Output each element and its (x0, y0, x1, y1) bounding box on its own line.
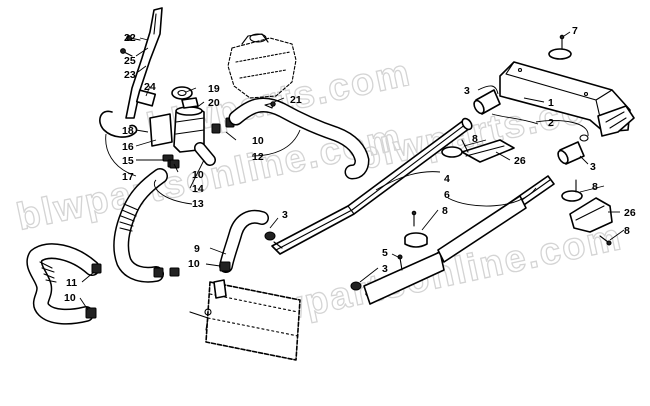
callout-8-center: 8 (442, 205, 448, 217)
callout-5: 5 (382, 247, 388, 259)
hose-13 (113, 168, 168, 283)
callout-10-upper: 10 (252, 135, 264, 147)
tube-6 (363, 175, 555, 305)
callout-8-upper: 8 (472, 133, 478, 145)
callout-24: 24 (144, 81, 156, 93)
callout-12: 12 (252, 151, 264, 163)
callout-25: 25 (124, 55, 136, 67)
callout-19: 19 (208, 83, 220, 95)
callout-18: 18 (122, 125, 134, 137)
fitting-21-dot (270, 101, 276, 107)
holder-16 (149, 113, 173, 147)
callout-9: 9 (194, 243, 200, 255)
callout-6: 6 (444, 189, 450, 201)
callout-13: 13 (192, 198, 204, 210)
mount-8-center (404, 210, 428, 248)
callout-26-upper: 26 (514, 155, 526, 167)
hose-14 (194, 142, 216, 166)
screw-22 (126, 35, 141, 41)
callout-15: 15 (122, 155, 134, 167)
clamp-3-center (264, 231, 283, 249)
heat-exchanger-1 (499, 61, 635, 137)
callout-20: 20 (208, 97, 220, 109)
hose-11 (26, 243, 100, 325)
callout-labels: 22 25 23 24 18 16 15 17 19 20 21 10 12 1… (64, 25, 636, 304)
bracket-26-lower (561, 179, 613, 246)
callout-4: 4 (444, 173, 450, 185)
callout-1: 1 (548, 97, 554, 109)
hose-9 (219, 209, 269, 273)
callout-7: 7 (572, 25, 578, 37)
filler-cap-19 (171, 86, 193, 100)
screw-25 (120, 48, 133, 57)
callout-11: 11 (66, 277, 77, 289)
tube-4 (271, 117, 473, 255)
callout-16: 16 (122, 141, 134, 153)
callout-3-right: 3 (590, 161, 596, 173)
callout-10-left: 10 (64, 292, 76, 304)
callout-21: 21 (290, 94, 302, 106)
stud-7 (548, 34, 572, 60)
hose-clamp-10-left (85, 263, 102, 319)
callout-3-upper: 3 (464, 85, 470, 97)
coolant-tank (227, 33, 297, 99)
callout-2: 2 (548, 117, 554, 129)
callout-23: 23 (124, 69, 136, 81)
hose-clamp-10-lower (153, 267, 180, 278)
callout-3-center: 3 (282, 209, 288, 221)
bracket-end (597, 105, 635, 137)
callout-10-mid: 10 (192, 169, 204, 181)
callout-8-right: 8 (592, 181, 598, 193)
leader-lines (79, 31, 625, 311)
hose-clamp-10-center (219, 261, 231, 272)
callout-17: 17 (122, 171, 134, 183)
callout-22: 22 (124, 32, 136, 44)
callout-14: 14 (192, 183, 204, 195)
bracket-strap (125, 7, 163, 119)
callout-26-lower: 26 (624, 207, 636, 219)
connector-3-upper (473, 89, 501, 115)
clamp-ring-18 (99, 110, 138, 138)
clamp-3-lower (350, 281, 362, 291)
callout-3-lower: 3 (382, 263, 388, 275)
engine-plate (189, 279, 301, 361)
bracket-26-upper (441, 139, 515, 163)
expansion-bottle (149, 86, 205, 153)
callout-8-lower: 8 (624, 225, 630, 237)
connector-3-right (557, 134, 589, 165)
callout-10-center: 10 (188, 258, 200, 270)
